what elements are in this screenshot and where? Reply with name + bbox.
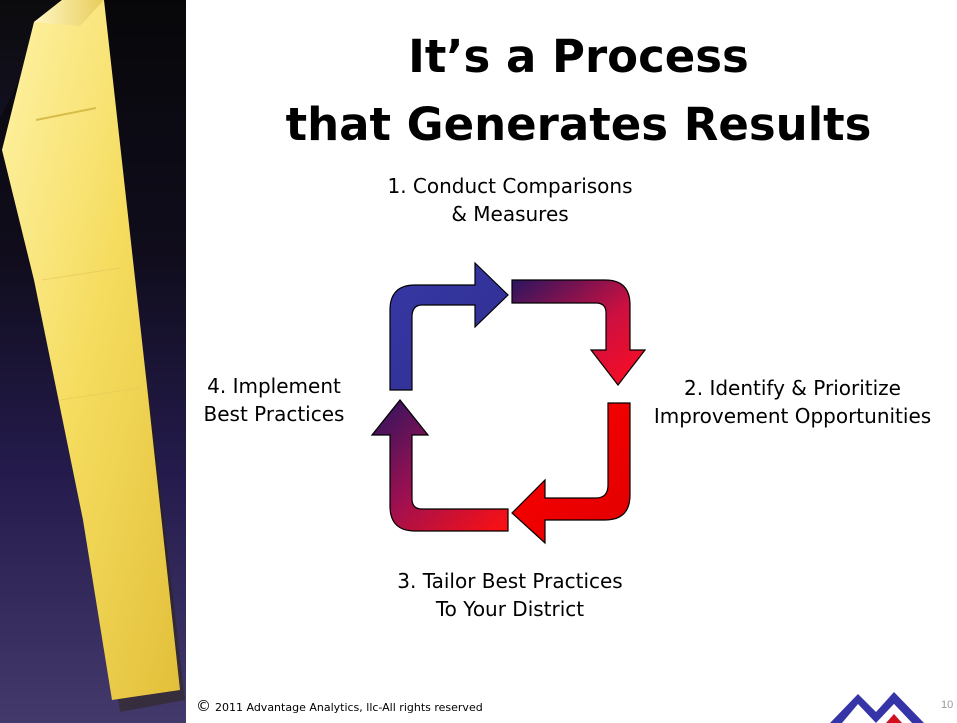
arrow-bottom-left	[370, 399, 509, 532]
step-1-line-1: 1. Conduct Comparisons	[387, 174, 633, 198]
step-3-line-1: 3. Tailor Best Practices	[397, 569, 623, 593]
step-2-label: 2. Identify & Prioritize Improvement Opp…	[628, 374, 957, 430]
copyright-symbol: ©	[196, 697, 211, 715]
step-2-line-2: Improvement Opportunities	[653, 404, 932, 428]
arrow-top-right	[511, 279, 647, 386]
copyright-footer: © 2011 Advantage Analytics, llc-All right…	[196, 697, 483, 715]
copyright-text: 2011 Advantage Analytics, llc-All rights…	[215, 701, 483, 714]
step-4-line-1: 4. Implement	[207, 374, 341, 398]
company-logo-mark	[830, 692, 924, 723]
slide-title-line-1: It’s a Process	[408, 30, 749, 83]
notepad-graphic	[0, 0, 186, 723]
step-4-line-2: Best Practices	[203, 402, 345, 426]
step-1-line-2: & Measures	[451, 202, 569, 226]
step-4-label: 4. Implement Best Practices	[186, 372, 362, 428]
arrow-top-left	[389, 261, 509, 391]
notepad-illustration	[0, 0, 186, 723]
step-2-line-1: 2. Identify & Prioritize	[684, 376, 901, 400]
step-3-label: 3. Tailor Best Practices To Your Distric…	[360, 567, 660, 623]
slide-title-line-2: that Generates Results	[285, 98, 872, 151]
arrow-bottom-right	[511, 402, 631, 545]
process-cycle-diagram	[370, 261, 647, 545]
slide-page-number: 10	[941, 699, 954, 711]
step-1-label: 1. Conduct Comparisons & Measures	[360, 172, 660, 228]
step-3-line-2: To Your District	[435, 597, 585, 621]
